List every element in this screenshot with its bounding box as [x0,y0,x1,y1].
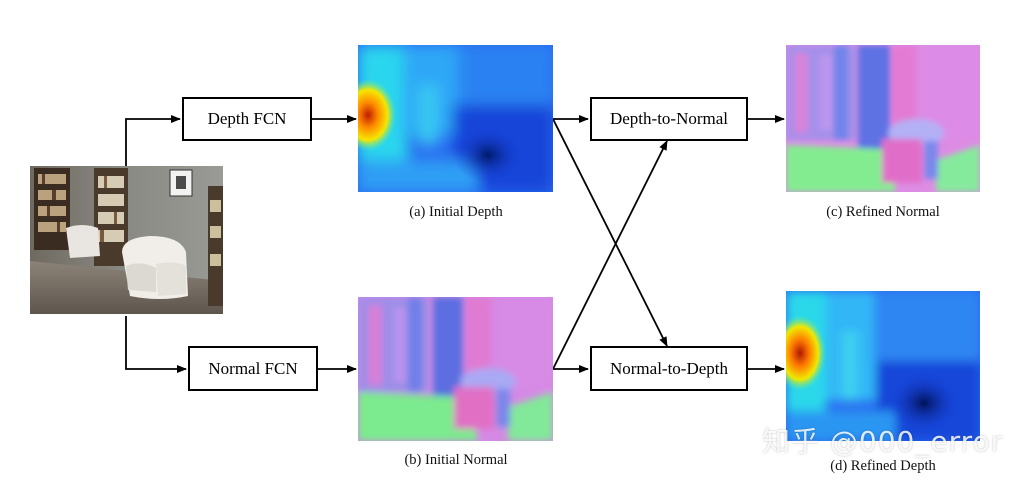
arrow-input-to-normal-fcn [125,316,187,373]
arrow-initial-depth-to-normal-to-depth [552,118,668,347]
refined-depth-map [786,291,980,441]
normal-to-depth-box: Normal-to-Depth [590,346,748,391]
normal-fcn-box: Normal FCN [188,346,318,391]
initial-normal-map [358,297,553,441]
normal-to-depth-label: Normal-to-Depth [609,358,729,378]
depth-to-normal-box: Depth-to-Normal [590,97,748,141]
refined-normal-map [786,45,980,192]
depth-fcn-label: Depth FCN [207,109,287,128]
caption-initial-normal: (b) Initial Normal [404,452,508,468]
input-rgb-image [30,166,223,314]
depth-to-normal-label: Depth-to-Normal [609,109,729,128]
caption-refined-normal: (c) Refined Normal [826,204,940,220]
arrow-input-to-depth-fcn [125,115,181,166]
arrow-initial-normal-to-depth-to-normal [552,140,668,370]
depth-fcn-box: Depth FCN [182,97,312,141]
caption-initial-depth: (a) Initial Depth [409,204,503,220]
normal-fcn-label: Normal FCN [208,358,298,378]
initial-depth-map [358,45,553,192]
caption-refined-depth: (d) Refined Depth [830,458,936,474]
watermark-text: 知乎 @000_error [762,425,1004,458]
